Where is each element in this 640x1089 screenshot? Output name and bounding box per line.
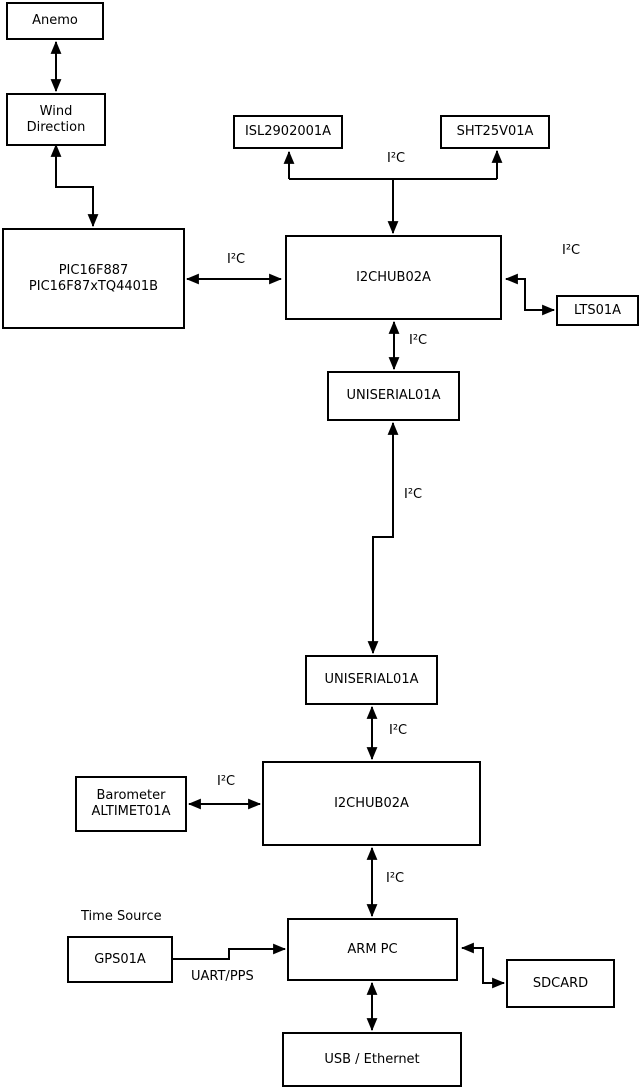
edge-label-i2c-top-branch: I²C [387,151,406,166]
node-uniserial01a-2: UNISERIAL01A [305,655,438,705]
connector-winddirection-pic [50,143,99,228]
node-anemo: Anemo [6,2,104,40]
connector-armpc-sdcard [482,947,506,989]
edge-label-i2c-uniserial2-hub2: I²C [389,723,408,738]
edge-label-i2c-pic-hub1: I²C [227,252,246,267]
connector-gps-armpc [173,943,287,960]
node-i2chub02a-1: I2CHUB02A [285,235,502,320]
node-lts01a: LTS01A [556,295,639,326]
node-pic16f887: PIC16F887 PIC16F87xTQ4401B [2,228,185,329]
connector-hub1-lts [524,278,556,316]
connector-uniserial1-uniserial2 [367,421,399,655]
node-arm-pc: ARM PC [287,918,458,981]
edge-label-i2c-hub1-uniserial1: I²C [409,333,428,348]
node-i2chub02a-2: I2CHUB02A [262,761,481,846]
edge-label-time-source: Time Source [81,909,162,924]
node-barometer: Barometer ALTIMET01A [75,776,187,832]
node-sht25v01a: SHT25V01A [440,115,550,149]
edge-label-i2c-hub2-armpc: I²C [386,871,405,886]
edge-label-uart-pps: UART/PPS [191,969,254,984]
node-gps01a: GPS01A [67,936,173,983]
edge-label-i2c-hub1-lts: I²C [562,243,581,258]
edge-label-i2c-barometer-hub2: I²C [217,774,236,789]
node-uniserial01a-1: UNISERIAL01A [327,371,460,421]
node-usb-ethernet: USB / Ethernet [282,1032,462,1087]
node-sdcard: SDCARD [506,959,615,1008]
node-wind-direction: Wind Direction [6,93,106,146]
node-isl2902001a: ISL2902001A [233,115,343,149]
edge-label-i2c-uniserial-link: I²C [404,487,423,502]
